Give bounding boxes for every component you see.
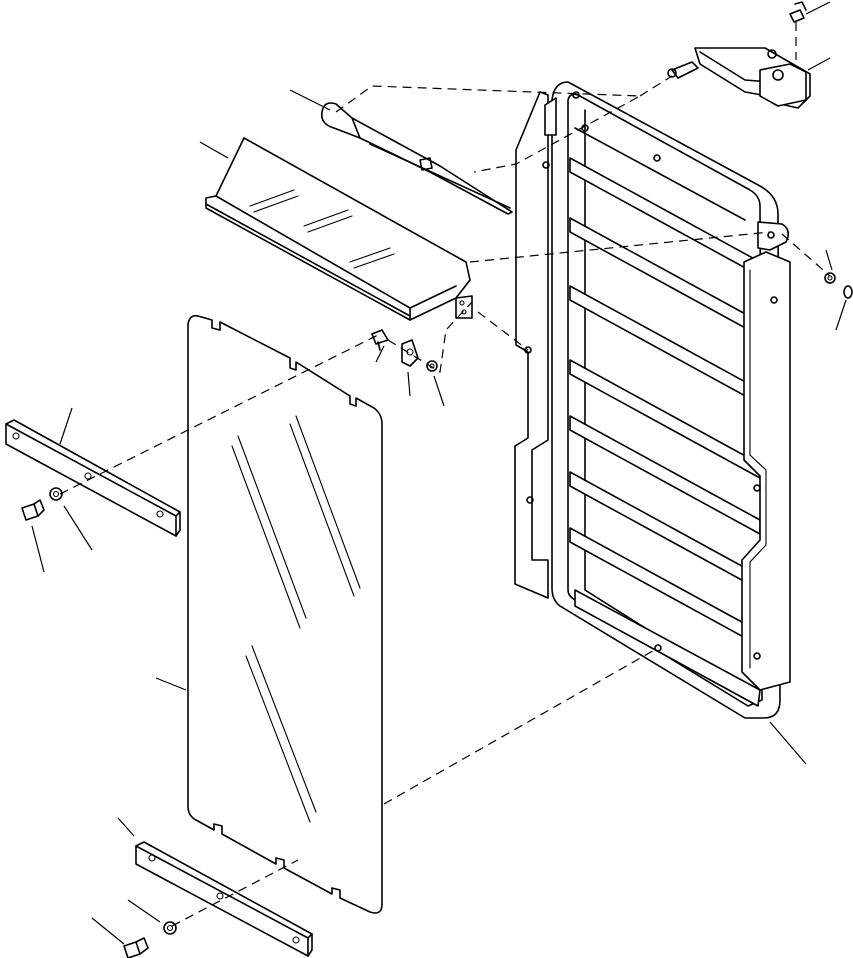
callout-leaders	[31, 1, 847, 945]
wiper-arm	[320, 102, 513, 215]
washer-bottom	[163, 921, 177, 935]
o-ring-right	[843, 285, 853, 299]
washer-left	[49, 487, 63, 501]
bolt-top	[789, 1, 807, 23]
bolt-bottom	[123, 937, 149, 958]
louver-slats	[569, 157, 761, 707]
retainer-strip-upper	[5, 419, 181, 537]
visor-housing	[205, 137, 473, 321]
retainer-strip-lower	[135, 841, 313, 957]
washer-right	[824, 272, 836, 284]
glass-pane	[187, 314, 383, 914]
bolt-left	[21, 499, 45, 521]
nut-center	[426, 360, 438, 372]
bolt-center	[371, 329, 389, 351]
window-frame	[514, 81, 791, 719]
wiper-motor-bracket	[667, 47, 811, 109]
clamp-plate	[401, 339, 419, 367]
assembly-center-lines	[59, 22, 831, 927]
